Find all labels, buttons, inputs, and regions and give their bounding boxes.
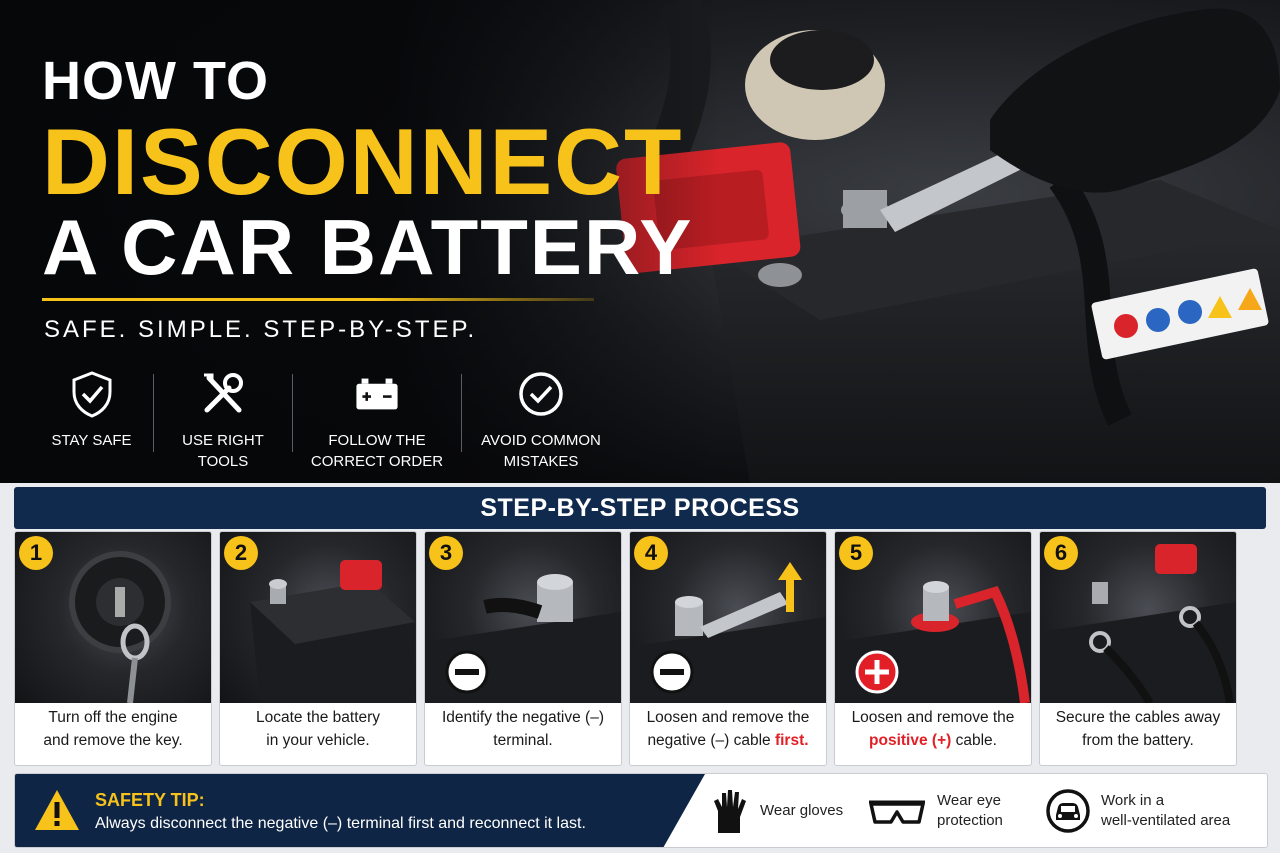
feature-divider: [292, 374, 293, 452]
feature-label: TOOLS: [197, 453, 249, 470]
car-battery-icon: [250, 560, 415, 703]
positive-terminal-icon: [835, 581, 1031, 703]
tools-icon: [204, 373, 243, 413]
gear-label: Wear eye: [937, 791, 1001, 809]
safety-tip-panel: SAFETY TIP: Always disconnect the negati…: [15, 774, 705, 847]
safety-tip-footer: SAFETY TIP: Always disconnect the negati…: [14, 773, 1268, 848]
warning-icon: [35, 790, 79, 830]
step-card-4: 4 Loosen and remove the negative (–) cab…: [629, 531, 827, 766]
remove-positive-photo: [835, 532, 1031, 703]
step-text-line: Loosen and remove the: [851, 709, 1015, 726]
highlight-positive: positive (+): [869, 732, 952, 749]
step-card-1: 1 Turn off the engine and remove the key…: [14, 531, 212, 766]
gear-ventilation: Work in a well-ventilated area: [1045, 774, 1230, 847]
step-text-line: and remove the key.: [43, 732, 183, 749]
title-underline: [42, 298, 594, 301]
step-number-badge: 2: [224, 536, 258, 570]
gear-eye-protection: Wear eye protection: [867, 774, 1003, 847]
secured-cables-icon: [1040, 544, 1236, 703]
glove-icon: [714, 789, 746, 833]
step-number-badge: 5: [839, 536, 873, 570]
step-text-line: terminal.: [493, 732, 553, 749]
step-number-badge: 1: [19, 536, 53, 570]
step-card-5: 5 Loosen and remove the positive (+) cab…: [834, 531, 1032, 766]
step-card-6: 6 Secure the cables away from the batter…: [1039, 531, 1237, 766]
step-text-line: in your vehicle.: [266, 732, 370, 749]
step-card-3: 3 Identify the negative (–) terminal.: [424, 531, 622, 766]
safety-tip-text: Always disconnect the negative (–) termi…: [95, 815, 586, 832]
safety-tip-title: SAFETY TIP:: [95, 790, 205, 810]
feature-list: STAY SAFE USE RIGHT TOOLS FOLLOW THE: [30, 370, 620, 472]
step-process-section: STEP-BY-STEP PROCESS 1 Turn off the engi…: [14, 487, 1266, 766]
gear-gloves: Wear gloves: [710, 774, 843, 847]
title-line-2: DISCONNECT: [42, 109, 684, 214]
battery-icon: [356, 378, 398, 410]
step-text-line: Loosen and remove the: [646, 709, 810, 726]
step-number-badge: 3: [429, 536, 463, 570]
feature-divider: [461, 374, 462, 452]
feature-label: MISTAKES: [503, 453, 579, 470]
step-text-line: positive (+) cable.: [835, 729, 1031, 752]
step-text-segment: cable.: [951, 732, 997, 749]
step-text-line: Locate the battery: [255, 709, 381, 726]
negative-terminal-icon: [425, 574, 621, 703]
tagline: SAFE. SIMPLE. STEP-BY-STEP.: [44, 316, 478, 343]
engine-bay-photo: [616, 0, 1280, 483]
step-list: 1 Turn off the engine and remove the key…: [14, 531, 1237, 766]
feature-label: USE RIGHT: [182, 432, 264, 449]
feature-right-tools: USE RIGHT TOOLS: [154, 370, 292, 472]
step-text-segment: negative (–) cable: [647, 732, 775, 749]
step-text-line: Turn off the engine: [48, 709, 178, 726]
gear-label: Work in a: [1101, 791, 1165, 809]
process-heading: STEP-BY-STEP PROCESS: [14, 487, 1266, 529]
feature-avoid-mistakes: AVOID COMMON MISTAKES: [462, 370, 620, 472]
step-text-line: from the battery.: [1082, 732, 1194, 749]
feature-stay-safe: STAY SAFE: [30, 370, 153, 472]
title-line-1: HOW TO: [42, 51, 269, 111]
feature-label: CORRECT ORDER: [310, 453, 444, 470]
car-icon: [1046, 788, 1090, 833]
step-number-badge: 4: [634, 536, 668, 570]
hero-banner: HOW TO DISCONNECT A CAR BATTERY SAFE. SI…: [0, 0, 1280, 483]
step-card-2: 2 Locate the battery in your vehicle.: [219, 531, 417, 766]
ignition-key-icon: [69, 551, 171, 703]
feature-label: STAY SAFE: [51, 432, 132, 449]
feature-label: AVOID COMMON: [481, 432, 601, 449]
feature-correct-order: FOLLOW THE CORRECT ORDER: [293, 370, 461, 472]
shield-check-icon: [72, 371, 111, 418]
highlight-first: first.: [774, 732, 809, 749]
feature-divider: [153, 374, 154, 452]
wrench-negative-icon: [630, 562, 826, 703]
check-circle-icon: [519, 372, 563, 416]
step-number-badge: 6: [1044, 536, 1078, 570]
gear-label: well-ventilated area: [1101, 811, 1231, 829]
gear-label: Wear gloves: [760, 801, 844, 819]
title-line-3: A CAR BATTERY: [42, 203, 694, 291]
negative-terminal-photo: [425, 532, 621, 703]
goggles-icon: [869, 800, 925, 824]
feature-label: FOLLOW THE: [328, 432, 426, 449]
step-text-line: Identify the negative (–): [442, 709, 604, 726]
step-text-line: Secure the cables away: [1055, 709, 1221, 726]
gear-label: protection: [937, 811, 1003, 829]
step-text-line: negative (–) cable first.: [630, 729, 826, 752]
